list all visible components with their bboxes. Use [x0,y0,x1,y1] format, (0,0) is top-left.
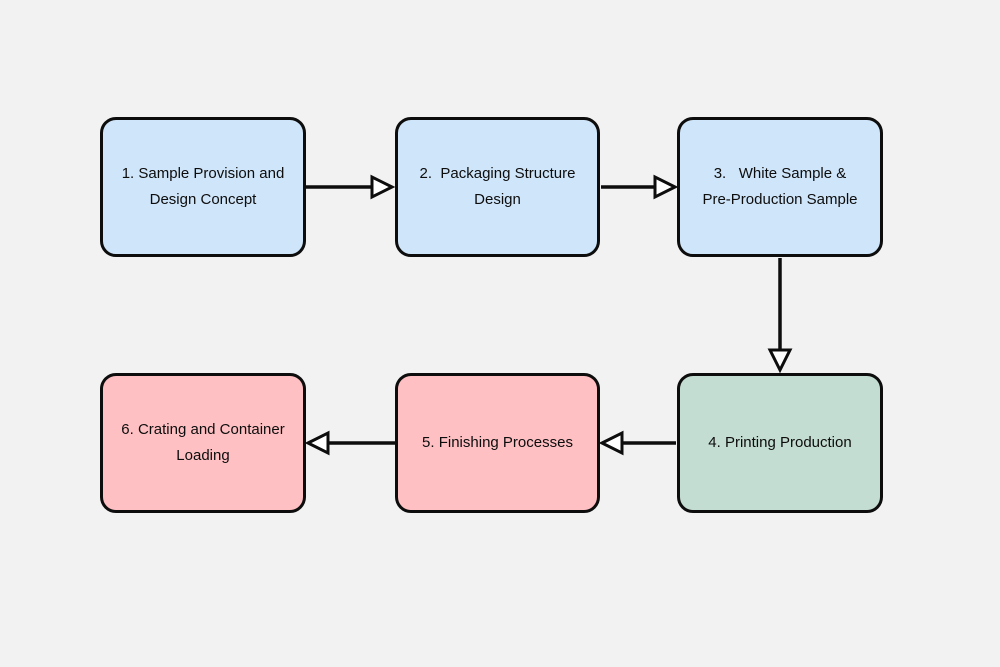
node-step-1-label-line-1: 1. Sample Provision and [121,165,285,182]
node-step-3-label-line-2: Pre-Production Sample [702,191,858,208]
node-step-5: 5. Finishing Processes [395,373,600,513]
node-step-2-label-line-2: Design [474,191,521,208]
node-step-3: 3. White Sample & Pre-Production Sample [677,117,883,257]
node-step-4: 4. Printing Production [677,373,883,513]
node-step-6: 6. Crating and Container Loading [100,373,306,513]
arrow-step1-to-step2 [306,174,396,200]
arrow-step5-to-step6 [304,430,395,456]
node-step-3-label-line-1: 3. White Sample & [713,165,847,182]
node-step-2-label-line-1: 2. Packaging Structure [419,165,576,182]
arrow-step3-to-step4 [767,258,793,374]
node-step-5-label-line-1: 5. Finishing Processes [422,434,573,451]
arrow-step4-to-step5 [598,430,676,456]
node-step-4-label-line-1: 4. Printing Production [708,434,852,451]
node-step-1-label-line-2: Design Concept [149,191,257,208]
node-step-6-label-line-1: 6. Crating and Container [121,421,285,438]
arrow-step2-to-step3 [601,174,679,200]
node-step-1: 1. Sample Provision and Design Concept [100,117,306,257]
node-step-2: 2. Packaging Structure Design [395,117,600,257]
node-step-6-label-line-2: Loading [176,447,230,464]
